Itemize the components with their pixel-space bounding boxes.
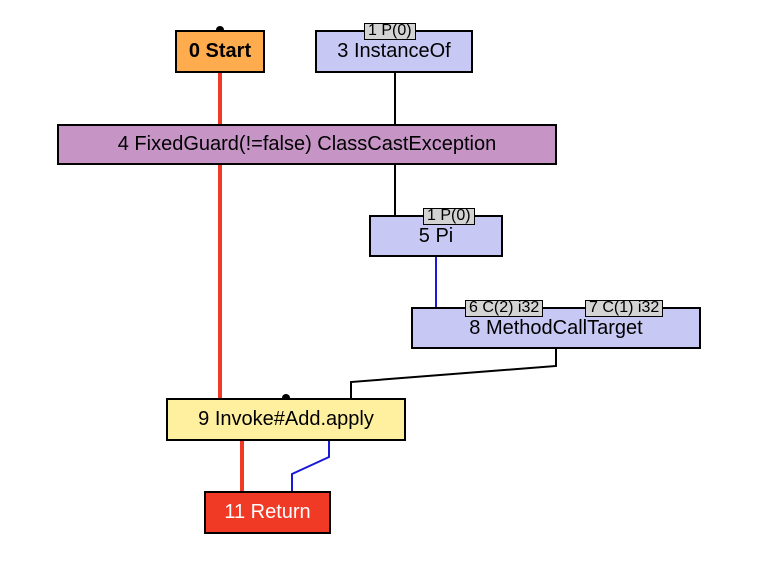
value-edge-invoke-to-return (291, 441, 330, 491)
badge-mct-const-b: 7 C(1) i32 (585, 300, 664, 317)
node-start[interactable]: 0 Start (175, 30, 265, 73)
badge-instanceof-param: 1 P(0) (364, 23, 416, 40)
node-invoke[interactable]: 9 Invoke#Add.apply (166, 398, 406, 441)
badge-pi-param: 1 P(0) (423, 208, 475, 225)
node-fixedguard[interactable]: 4 FixedGuard(!=false) ClassCastException (57, 124, 557, 165)
data-edge-methodcalltarget-to-invoke (350, 349, 557, 398)
badge-mct-const-a: 6 C(2) i32 (465, 300, 544, 317)
node-return[interactable]: 11 Return (204, 491, 331, 534)
